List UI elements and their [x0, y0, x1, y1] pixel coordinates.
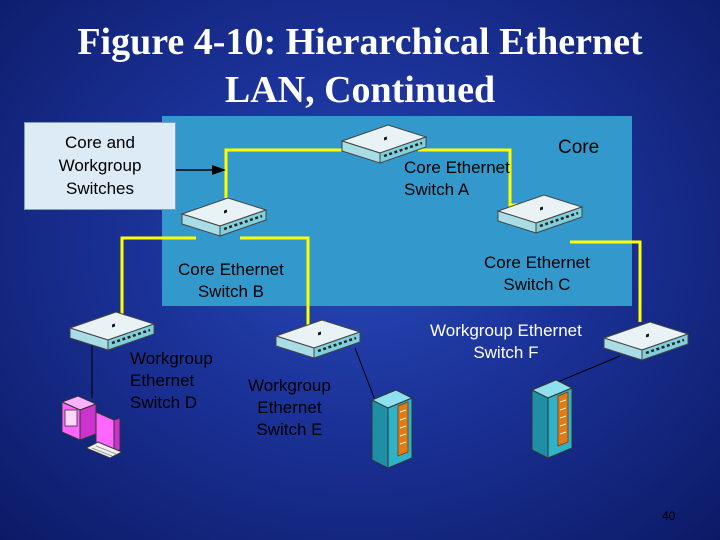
switch-b-label-1: Core Ethernet: [178, 260, 284, 279]
link-f-server: [547, 355, 621, 387]
switch-c-label-2: Switch C: [503, 275, 571, 294]
switch-a-label-1: Core Ethernet: [404, 158, 510, 177]
callout-box: Core and Workgroup Switches: [24, 122, 176, 210]
title-line-2: LAN, Continued: [224, 69, 496, 111]
pc-icon: [60, 395, 124, 459]
switch-b-label: Core Ethernet Switch B: [178, 259, 284, 303]
link-a-b: [224, 148, 352, 198]
callout-line-1: Core and: [65, 133, 135, 152]
link-c-f: [570, 240, 642, 322]
switch-c-label: Core Ethernet Switch C: [484, 252, 590, 296]
switch-d-label-1: Workgroup: [130, 349, 213, 368]
server-e-icon: [371, 389, 413, 469]
switch-e-label-3: Switch E: [256, 420, 323, 439]
switch-d-label-3: Switch D: [130, 393, 198, 412]
switch-a-label: Core Ethernet Switch A: [404, 157, 510, 201]
core-label: Core: [558, 137, 600, 158]
switch-d-icon: [68, 310, 156, 352]
callout-line-2: Workgroup: [58, 156, 142, 175]
switch-d-label-2: Ethernet: [130, 371, 195, 390]
callout-line-3: Switches: [65, 179, 135, 198]
switch-e-label: Workgroup Ethernet Switch E: [248, 375, 331, 441]
server-f-icon: [531, 379, 573, 459]
switch-a-label-2: Switch A: [404, 180, 470, 199]
page-number: 40: [662, 509, 676, 523]
switch-f-label-2: Switch F: [473, 343, 539, 362]
link-e-server: [354, 347, 376, 401]
switch-f-label: Workgroup Ethernet Switch F: [430, 320, 582, 364]
switch-e-icon: [274, 318, 362, 360]
switch-e-label-2: Ethernet: [257, 398, 322, 417]
link-b-d: [120, 236, 196, 316]
links: [120, 148, 642, 332]
switch-e-label-1: Workgroup: [248, 376, 331, 395]
arrow-icon: [176, 165, 226, 175]
switch-f-icon: [602, 320, 690, 362]
link-b-e: [240, 236, 310, 332]
switch-c-label-1: Core Ethernet: [484, 253, 590, 272]
switch-b-icon: [180, 196, 268, 238]
switch-d-label: Workgroup Ethernet Switch D: [130, 348, 213, 414]
switch-f-label-1: Workgroup Ethernet: [430, 321, 582, 340]
slide-title: Figure 4-10: Hierarchical Ethernet LAN, …: [0, 18, 720, 114]
title-line-1: Figure 4-10: Hierarchical Ethernet: [77, 21, 643, 63]
switch-b-label-2: Switch B: [197, 282, 264, 301]
